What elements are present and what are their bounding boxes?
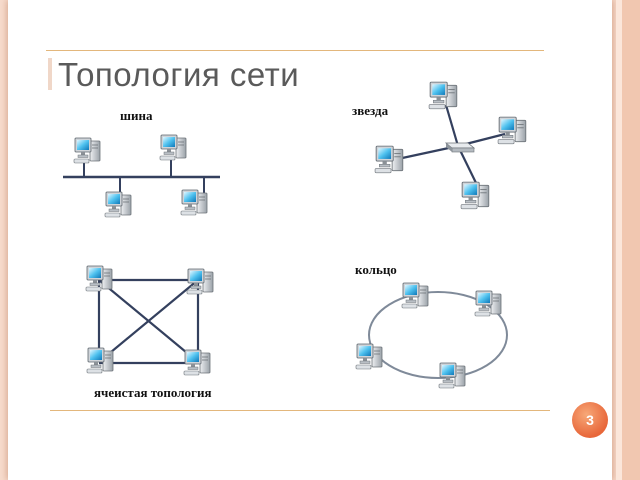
bus-label: шина xyxy=(120,108,153,123)
computer-icon xyxy=(474,290,502,317)
mesh-topology xyxy=(85,265,214,376)
computer-icon xyxy=(401,282,429,309)
star-label: звезда xyxy=(352,103,389,118)
computer-icon xyxy=(183,349,211,376)
computer-icon xyxy=(104,191,132,218)
computer-icon xyxy=(497,116,527,145)
hub-icon xyxy=(444,142,476,153)
slide: Топология сети xyxy=(8,0,612,480)
computer-icon xyxy=(159,134,187,161)
computer-icon xyxy=(374,145,404,174)
title-accent-bar xyxy=(48,58,52,90)
ring-topology xyxy=(355,282,508,389)
right-border xyxy=(622,0,640,480)
computer-icon xyxy=(355,343,383,370)
computer-icon xyxy=(460,181,490,210)
star-link xyxy=(392,144,459,162)
slide-title: Топология сети xyxy=(58,56,300,93)
mesh-link xyxy=(98,279,199,363)
right-border-inner xyxy=(616,0,622,480)
bus-topology xyxy=(63,134,220,218)
computer-icon xyxy=(438,362,466,389)
star-link xyxy=(457,145,479,188)
computer-icon xyxy=(180,189,208,216)
star-link xyxy=(444,104,460,147)
left-border xyxy=(0,0,8,480)
ring-label: кольцо xyxy=(355,262,397,277)
computer-icon xyxy=(85,265,113,292)
computer-icon xyxy=(73,137,101,164)
footer-rule xyxy=(50,410,550,411)
computer-icon xyxy=(186,268,214,295)
page-number-badge: 3 xyxy=(572,402,608,438)
title-rule xyxy=(46,50,544,51)
star-topology xyxy=(374,81,527,210)
computer-icon xyxy=(86,347,114,374)
computer-icon xyxy=(428,81,458,110)
ring-cable xyxy=(368,291,508,379)
mesh-label: ячеистая топология xyxy=(94,385,212,400)
